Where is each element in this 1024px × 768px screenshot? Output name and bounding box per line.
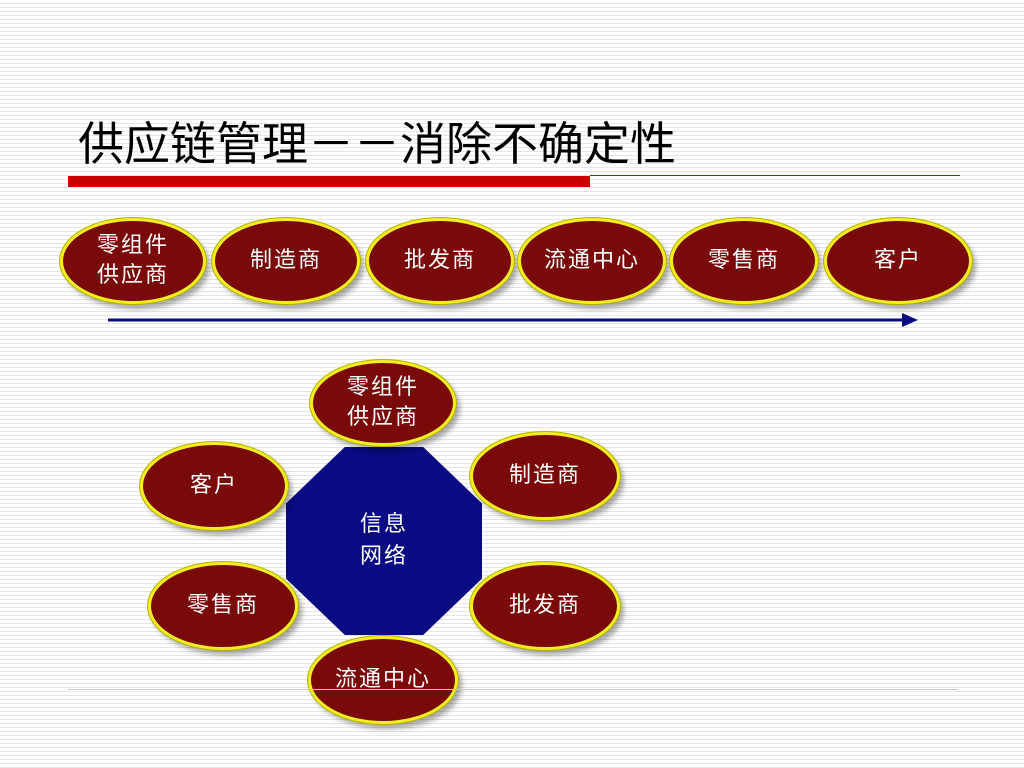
title-underline-line (590, 175, 960, 176)
flow-arrow (108, 313, 918, 327)
network-node-label: 零组件 供应商 (346, 375, 419, 430)
network-node-wholesaler: 批发商 (470, 562, 620, 650)
chain-node-wholesaler: 批发商 (366, 218, 514, 304)
page-title: 供应链管理－－消除不确定性 (78, 117, 676, 171)
footer-divider (68, 689, 958, 690)
information-network-hub: 信息 网络 (286, 447, 482, 635)
network-node-label: 制造商 (508, 463, 581, 488)
network-node-manufacturer: 制造商 (470, 432, 620, 520)
hub-label: 信息 网络 (359, 512, 408, 569)
network-node-distribution: 流通中心 (308, 636, 458, 724)
network-node-supplier: 零组件 供应商 (310, 360, 456, 446)
chain-node-manufacturer: 制造商 (212, 218, 360, 304)
chain-node-label: 批发商 (403, 248, 476, 273)
network-node-label: 客户 (189, 473, 238, 498)
network-node-label: 流通中心 (334, 667, 431, 692)
network-node-retailer: 零售商 (148, 562, 298, 650)
chain-node-retailer: 零售商 (670, 218, 818, 304)
chain-node-distribution: 流通中心 (518, 218, 666, 304)
chain-node-label: 客户 (873, 248, 922, 273)
chain-node-label: 零组件 供应商 (96, 233, 169, 288)
network-node-label: 批发商 (508, 593, 581, 618)
network-node-customer: 客户 (140, 442, 288, 530)
chain-node-label: 零售商 (707, 248, 780, 273)
chain-node-supplier: 零组件 供应商 (60, 218, 206, 304)
title-underline-bar (68, 176, 590, 187)
network-node-label: 零售商 (186, 593, 259, 618)
chain-node-label: 流通中心 (543, 248, 640, 273)
chain-node-label: 制造商 (249, 248, 322, 273)
chain-node-customer: 客户 (824, 218, 972, 304)
